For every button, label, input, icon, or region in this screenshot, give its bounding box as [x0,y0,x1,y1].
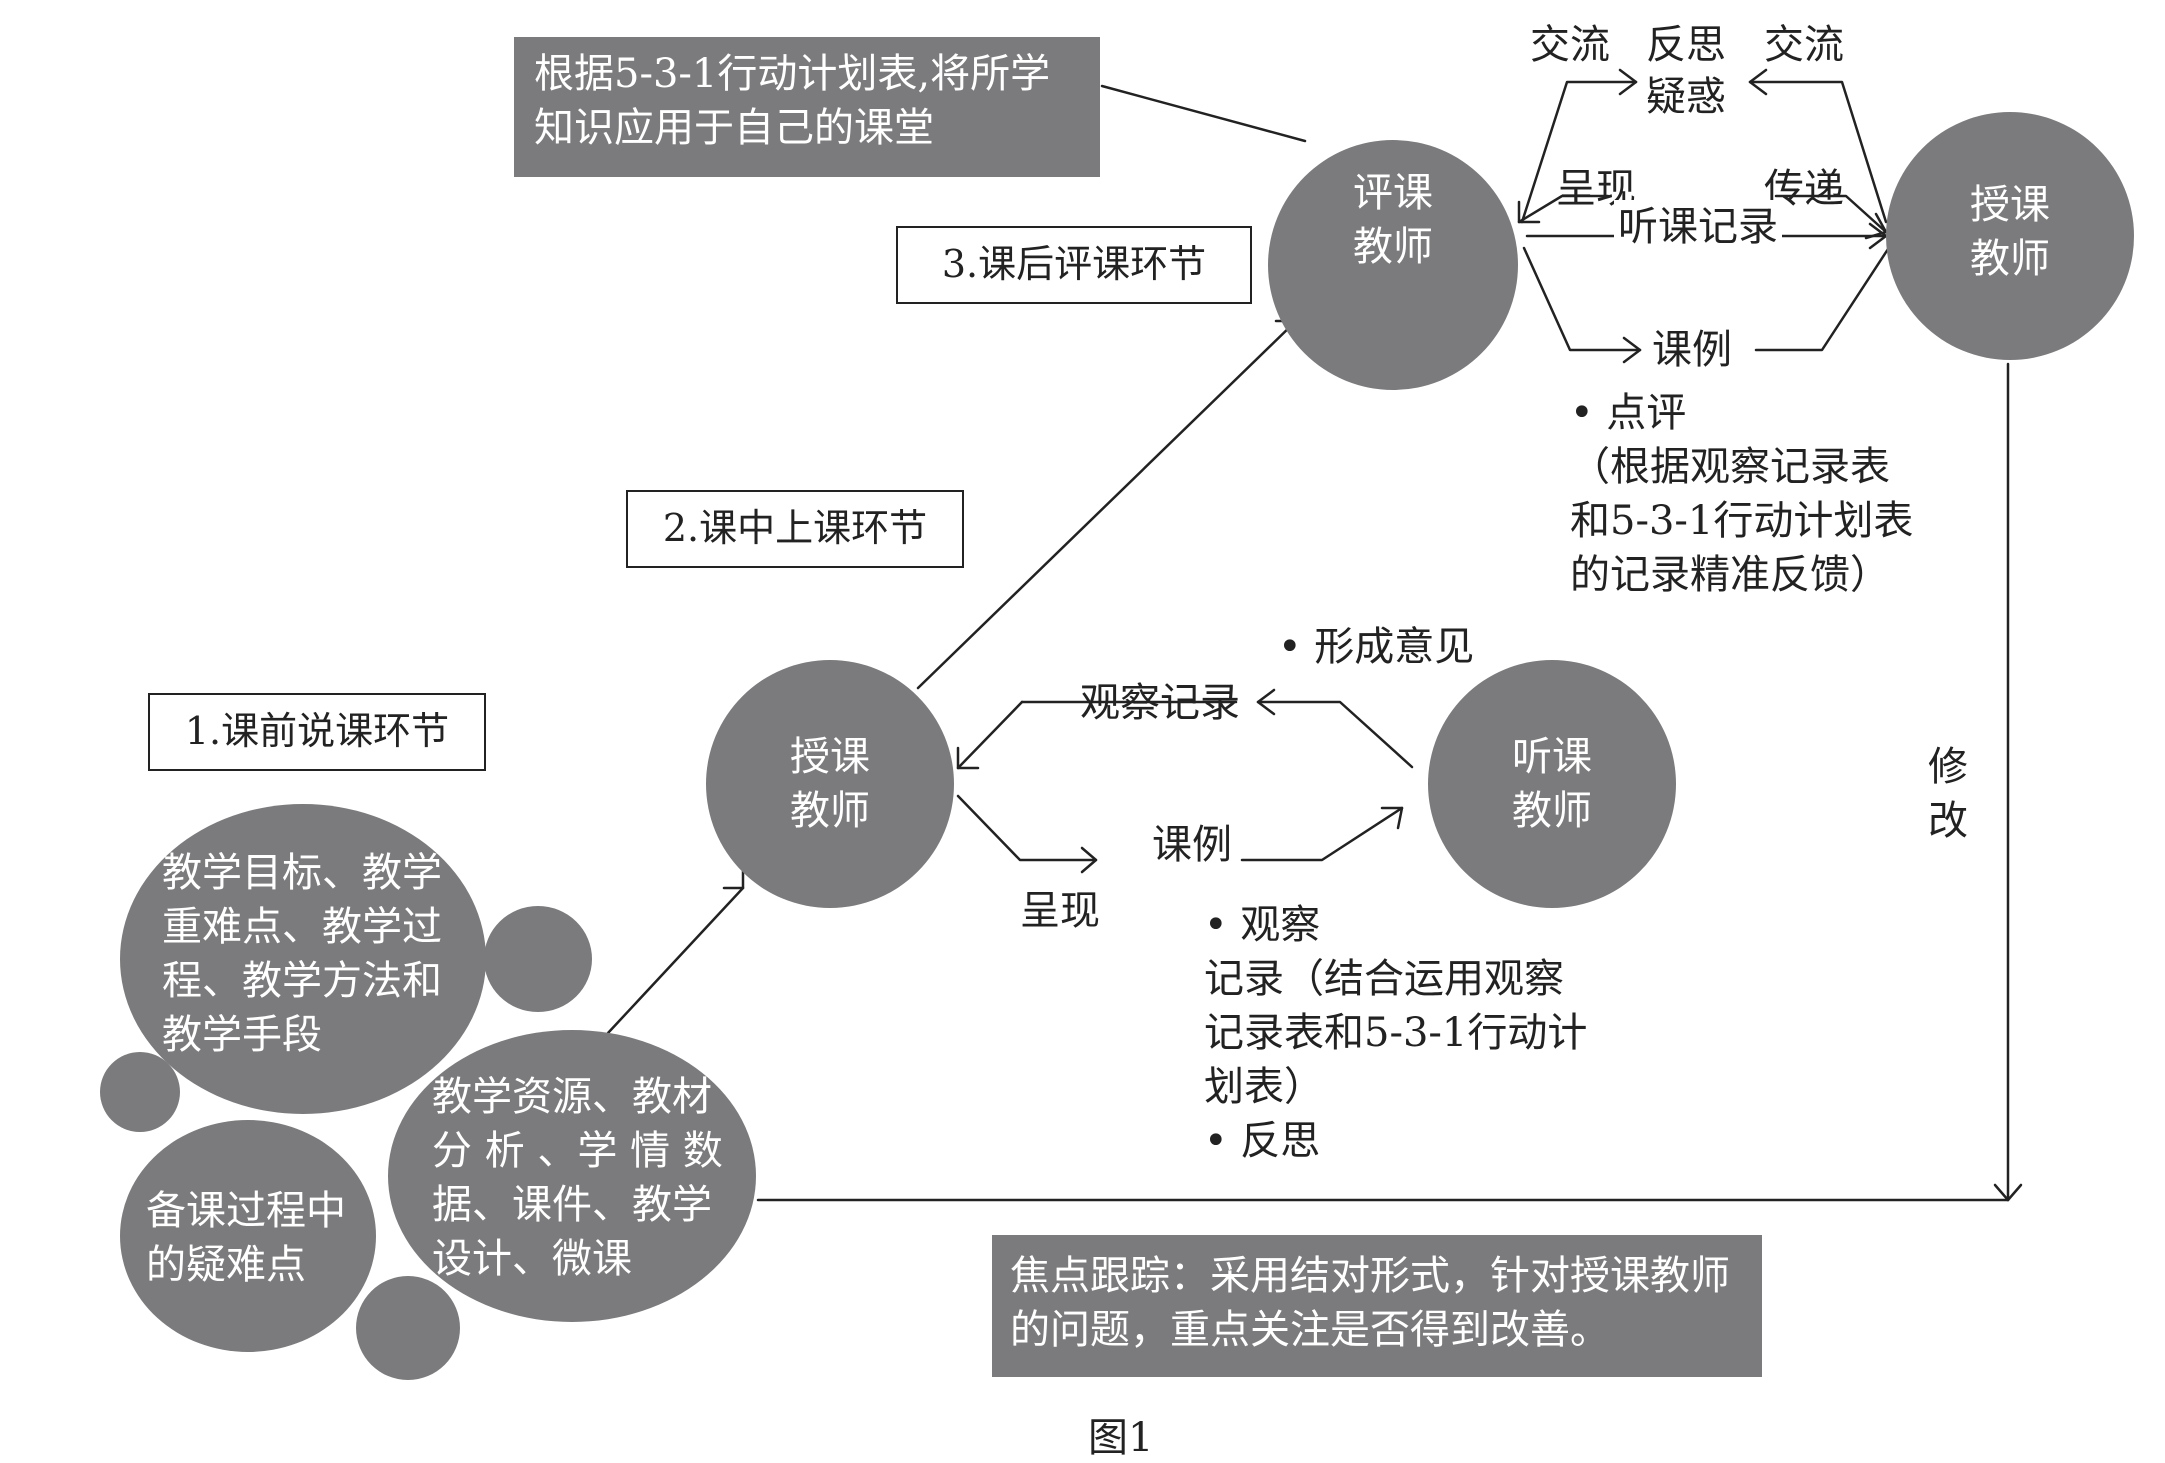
arrow-observer-to-record [1256,700,1414,769]
label-exchange-left: 交流 [1530,22,1610,68]
label-doubt: 疑惑 [1646,74,1726,120]
review-comment-notes: • 点评 （根据观察记录表 和5-3-1行动计划表 的记录精准反馈） [1570,390,1914,598]
arrow-exchange-left [1520,80,1638,224]
arrow-case-to-observer [1240,806,1404,862]
arrow-case-to-teacher [1754,244,1892,352]
arrow-teacher-to-case [956,794,1098,862]
arrow-observe-record [956,700,1024,770]
label-exchange-right: 交流 [1764,22,1844,68]
arrowhead-observe-record [956,746,980,770]
figure-caption: 图1 [1088,1415,1154,1461]
bubble-small-top [484,906,592,1012]
stage-pre-class: 1.课前说课环节 [148,693,486,771]
bubble-teaching-resources [388,1030,756,1322]
bubble-small-left [100,1052,180,1132]
bubble-teaching-goals [120,804,486,1114]
label-lesson-record: 听课记录 [1614,200,1782,254]
arrowhead-exchange-right [1748,68,1768,96]
teaching-teacher-right-circle [1886,112,2134,360]
arrowhead-teacher-to-case [1080,846,1098,874]
teaching-teacher-right-label: 授课 教师 [1970,182,2050,282]
bubble-prep-difficulties [120,1120,376,1352]
arrow-prep-to-teacher [606,886,745,1035]
label-revise: 修 改 [1928,744,1968,844]
label-reflect: 反思 [1646,22,1726,68]
stage-in-class: 2.课中上课环节 [626,490,964,568]
focus-note: 焦点跟踪：采用结对形式，针对授课教师 的问题，重点关注是否得到改善。 [992,1235,1762,1377]
arrowhead-case-to-observer [1380,806,1404,830]
arrowhead-lesson-case [1622,336,1642,364]
arrowhead-prep-to-teacher [722,867,745,890]
observer-notes: • 观察 记录（结合运用观察 记录表和5-3-1行动计 划表） • 反思 [1204,902,1588,1164]
reviewer-teacher-label: 评课 教师 [1353,170,1433,270]
teaching-teacher-label: 授课 教师 [790,734,870,834]
arrow-exchange-right [1748,80,1888,224]
stage-post-class: 3.课后评课环节 [896,226,1252,304]
arrow-lesson-case [1522,246,1642,352]
arrow-teacher-to-reviewer [916,319,1298,690]
observer-teacher-circle [1428,660,1676,908]
arrowhead-present-reviewer [1517,200,1541,224]
arrow-deliver [1774,194,1888,234]
label-lesson-case-review: 课例 [1652,327,1732,373]
arrowhead-observer-to-record [1256,688,1276,716]
plan-note: 根据5-3-1行动计划表,将所学 知识应用于自己的课堂 [514,37,1100,177]
label-observe-record: 观察记录 [1080,680,1240,726]
connector-plan-note [1100,84,1307,143]
arrowhead-exchange-left [1618,68,1638,96]
label-form-opinion: • 形成意见 [1278,624,1475,670]
reviewer-teacher-circle [1268,140,1518,390]
bubble-teaching-goals-text: 教学目标、教学 重难点、教学过 程、教学方法和 教学手段 [162,850,442,1058]
label-present-middle: 呈现 [1020,888,1100,934]
bubble-prep-difficulties-text: 备课过程中 的疑难点 [146,1188,346,1288]
observer-teacher-label: 听课 教师 [1512,734,1592,834]
bubble-small-bottom [356,1276,460,1380]
label-lesson-case-middle: 课例 [1152,822,1232,868]
bubble-teaching-resources-text: 教学资源、教材 分 析 、学 情 数 据、课件、教学 设计、微课 [432,1074,723,1282]
teaching-teacher-circle [706,660,954,908]
arrow-present-reviewer [1517,194,1610,224]
